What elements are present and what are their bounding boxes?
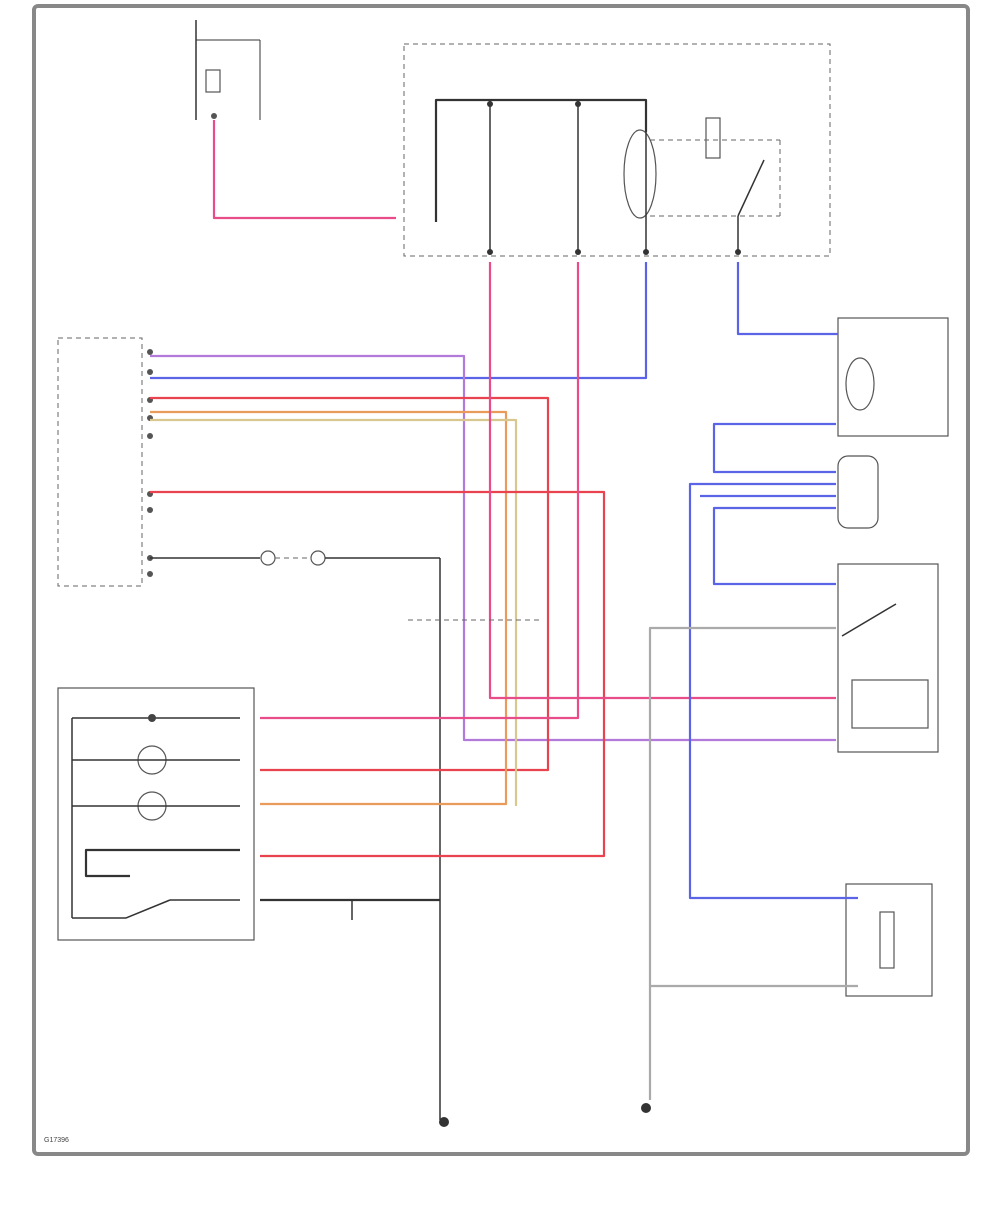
wire-gray-ground [648, 626, 836, 1100]
switch-box-internals [71, 714, 240, 919]
wire-pink-top [212, 120, 396, 220]
wire-tan [150, 418, 518, 806]
wire-pink-left [260, 262, 580, 720]
right-bottom-unit [845, 883, 933, 997]
wire-blue-short [712, 506, 836, 586]
wire-orange [150, 410, 508, 806]
relay-panel [403, 43, 831, 257]
wire-red-2 [150, 490, 606, 858]
diagram-frame [32, 4, 970, 1156]
wire-blue-loop [712, 422, 836, 474]
ground-icon [439, 1103, 651, 1127]
left-connector-block [57, 337, 143, 587]
hot-at-all-times-fuse [195, 20, 261, 120]
right-top-unit-lamp [845, 357, 875, 411]
wire-pink-right [488, 262, 836, 700]
wire-blue-top-right [736, 262, 838, 336]
right-switch-unit-internals [841, 603, 929, 729]
center-sensor [150, 550, 441, 1120]
right-switch-unit [837, 563, 939, 753]
wire-red-1 [150, 396, 550, 772]
figure-code: G17396 [44, 1137, 69, 1144]
wire-blue-horizontal [150, 262, 648, 380]
right-top-unit [837, 317, 949, 437]
right-bottom-resistor [879, 911, 895, 969]
wire-blue-long [688, 482, 858, 900]
right-middle-connector [837, 455, 879, 529]
switch-box [57, 687, 255, 941]
